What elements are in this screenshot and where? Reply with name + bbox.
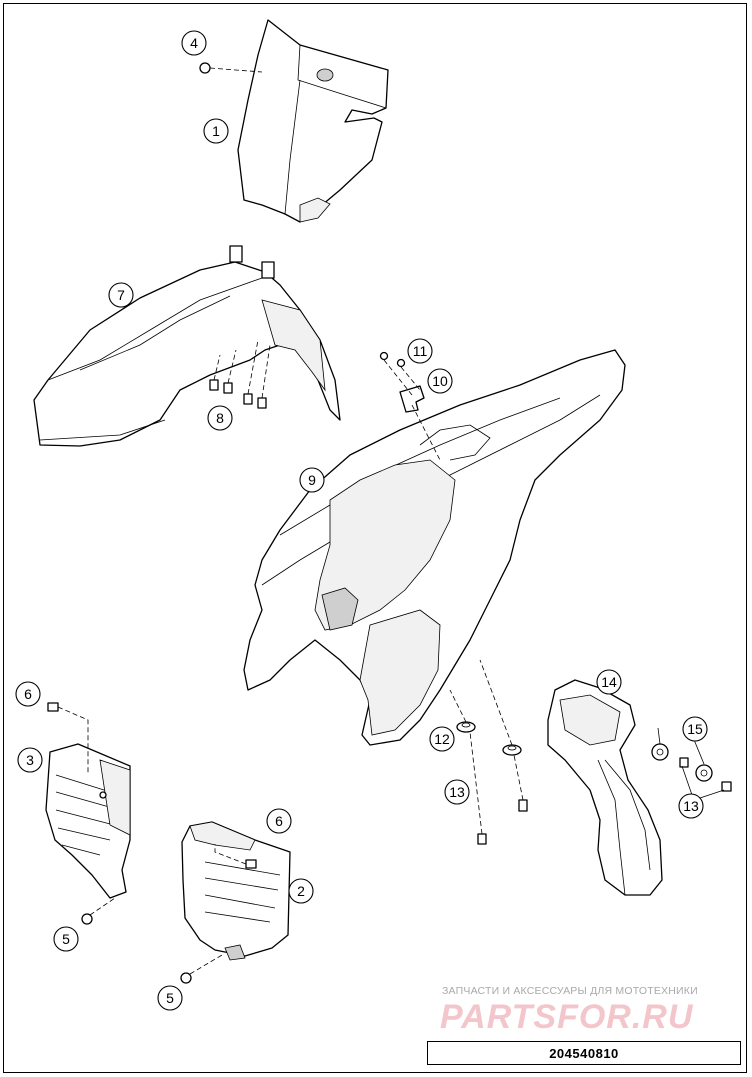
callout-13b: 13 <box>678 793 704 819</box>
callout-5a: 5 <box>53 926 79 952</box>
part-9-rear-fender <box>243 349 626 746</box>
svg-text:13: 13 <box>683 798 699 814</box>
watermark-logo: PARTSFOR.RU <box>440 998 694 1036</box>
part-5-screws <box>81 897 223 984</box>
svg-text:4: 4 <box>190 35 198 51</box>
svg-text:7: 7 <box>117 287 125 303</box>
svg-text:9: 9 <box>308 472 316 488</box>
callout-15: 15 <box>682 716 708 742</box>
part-4-screw <box>199 62 263 74</box>
part-14-rear-flap <box>547 679 663 896</box>
svg-text:6: 6 <box>24 686 32 702</box>
drawing-frame <box>3 3 747 1073</box>
callout-8: 8 <box>207 405 233 431</box>
part-15-spacers <box>651 743 732 792</box>
part-6-screws <box>47 702 257 869</box>
callout-7: 7 <box>108 282 134 308</box>
svg-text:11: 11 <box>413 343 428 359</box>
drawing-number: 204540810 <box>549 1045 619 1061</box>
svg-text:2: 2 <box>297 883 305 899</box>
svg-text:8: 8 <box>216 410 224 426</box>
callout-4: 4 <box>181 30 207 56</box>
callout-13a: 13 <box>444 779 470 805</box>
part-13-screws <box>469 731 528 845</box>
svg-text:13: 13 <box>449 784 465 800</box>
part-1-number-plate <box>237 19 389 223</box>
part-11-screws <box>379 351 421 396</box>
svg-text:10: 10 <box>432 373 448 389</box>
callout-3: 3 <box>17 747 43 773</box>
callout-14: 14 <box>596 669 622 695</box>
part-8-fender-screws <box>209 339 271 409</box>
part-10-bracket <box>399 385 441 461</box>
svg-text:5: 5 <box>62 931 70 947</box>
svg-text:12: 12 <box>434 731 450 747</box>
callout-6a: 6 <box>15 681 41 707</box>
part-12-grommets <box>449 659 522 756</box>
svg-text:5: 5 <box>166 990 174 1006</box>
svg-text:14: 14 <box>601 674 617 690</box>
part-2-right-radiator-shroud <box>181 821 291 961</box>
callout-10: 10 <box>427 368 453 394</box>
part-7-front-fender <box>33 245 341 447</box>
callout-5b: 5 <box>157 985 183 1011</box>
callout-9: 9 <box>299 467 325 493</box>
drawing-number-box: 204540810 <box>427 1041 741 1065</box>
svg-text:15: 15 <box>687 721 703 737</box>
callout-12: 12 <box>429 726 455 752</box>
watermark-caption: ЗАПЧАСТИ И АКСЕССУАРЫ ДЛЯ МОТОТЕХНИКИ <box>442 985 698 997</box>
callout-6b: 6 <box>266 808 292 834</box>
svg-text:3: 3 <box>26 752 34 768</box>
callout-leaders <box>657 727 725 799</box>
callout-2: 2 <box>288 878 314 904</box>
callout-11: 11 <box>407 338 433 364</box>
svg-text:1: 1 <box>212 123 220 139</box>
svg-text:6: 6 <box>275 813 283 829</box>
part-3-left-radiator-shroud <box>45 743 131 899</box>
callout-1: 1 <box>203 118 229 144</box>
